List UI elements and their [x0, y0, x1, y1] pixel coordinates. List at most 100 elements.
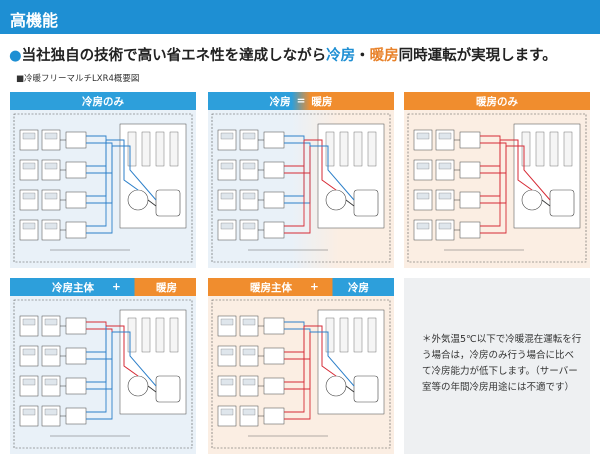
- refrigerant-pipe: [480, 146, 507, 234]
- indoor-unit-coil: [220, 222, 234, 230]
- indoor-unit-coil: [22, 162, 36, 170]
- building-outline: [407, 113, 587, 263]
- indoor-unit-coil: [22, 318, 36, 326]
- refrigerant-pipe: [284, 326, 305, 353]
- refrigerant-pipe: [284, 328, 311, 332]
- panel-title-separator: =: [296, 95, 306, 107]
- branch-controller: [459, 131, 481, 149]
- internal-pipe: [541, 199, 551, 207]
- branch-controller: [65, 407, 87, 425]
- accumulator: [549, 189, 575, 217]
- panel-title-left: 暖房主体: [250, 281, 292, 294]
- main-pipe: [106, 325, 139, 377]
- main-pipe: [500, 139, 533, 191]
- branch-controller: [263, 377, 285, 395]
- branch-controller: [65, 347, 87, 365]
- building-outline: [211, 299, 391, 449]
- branch-controller: [263, 131, 285, 149]
- panel-title-bar: 冷房のみ: [10, 92, 196, 110]
- indoor-unit-coil: [438, 132, 452, 140]
- system-diagram: [211, 113, 391, 263]
- indoor-unit-coil: [242, 378, 256, 386]
- headline-bullet: ●: [9, 48, 22, 64]
- indoor-unit-coil: [242, 408, 256, 416]
- heat-exchanger-coil: [169, 317, 179, 353]
- main-pipe: [112, 145, 157, 201]
- heat-exchanger-coil: [155, 317, 165, 353]
- panel-title-left: 冷房: [269, 95, 291, 108]
- refrigerant-pipe: [284, 140, 305, 167]
- accumulator: [353, 189, 379, 217]
- headline-cool: 冷房: [326, 48, 356, 64]
- heat-exchanger-coil: [127, 131, 137, 167]
- heat-exchanger-coil: [339, 317, 349, 353]
- refrigerant-pipe: [86, 326, 107, 383]
- indoor-unit-coil: [220, 192, 234, 200]
- main-pipe: [304, 139, 337, 191]
- indoor-unit-coil: [416, 162, 430, 170]
- panel-title-bar: 暖房主体 + 冷房: [208, 278, 394, 296]
- refrigerant-pipe: [480, 146, 507, 204]
- system-diagram: [211, 299, 391, 449]
- main-pipe: [112, 331, 157, 387]
- refrigerant-pipe: [86, 135, 107, 140]
- branch-controller: [263, 347, 285, 365]
- panel-title: 冷房のみ: [82, 95, 124, 108]
- building-outline: [13, 113, 193, 263]
- indoor-unit-coil: [44, 348, 58, 356]
- heat-exchanger-coil: [325, 317, 335, 353]
- refrigerant-pipe: [86, 146, 113, 234]
- indoor-unit-coil: [220, 132, 234, 140]
- refrigerant-pipe: [86, 326, 107, 413]
- refrigerant-pipe: [284, 326, 305, 383]
- accumulator: [155, 375, 181, 403]
- refrigerant-pipe: [480, 135, 501, 140]
- heat-exchanger-coil: [141, 317, 151, 353]
- panel-cooling-only: 冷房のみ: [10, 92, 196, 268]
- refrigerant-pipe: [86, 328, 113, 332]
- panel-title: 暖房のみ: [476, 95, 518, 108]
- indoor-unit-coil: [44, 132, 58, 140]
- refrigerant-pipe: [480, 140, 501, 197]
- refrigerant-pipe: [284, 332, 311, 360]
- indoor-unit-coil: [22, 408, 36, 416]
- indoor-unit-coil: [438, 222, 452, 230]
- refrigerant-pipe: [284, 326, 305, 413]
- panel-cooling-equals-heating: 冷房 = 暖房: [208, 92, 394, 268]
- headline-prefix: 当社独自の技術で高い省エネ性を達成しながら: [21, 48, 327, 64]
- headline-middle: ・: [355, 48, 370, 64]
- heat-exchanger-coil: [367, 317, 377, 353]
- branch-controller: [263, 161, 285, 179]
- panel-title-separator: +: [310, 281, 319, 293]
- main-pipe: [304, 325, 337, 377]
- system-diagram: [13, 113, 193, 263]
- compressor: [325, 189, 347, 211]
- indoor-unit-coil: [22, 378, 36, 386]
- branch-controller: [65, 377, 87, 395]
- indoor-unit-coil: [22, 348, 36, 356]
- main-pipe: [106, 139, 139, 191]
- refrigerant-pipe: [284, 332, 311, 390]
- indoor-unit-coil: [44, 408, 58, 416]
- figure-caption: ■冷暖フリーマルチLXR4概要図: [16, 74, 140, 84]
- indoor-unit-coil: [438, 192, 452, 200]
- branch-controller: [263, 191, 285, 209]
- heat-exchanger-coil: [141, 131, 151, 167]
- refrigerant-pipe: [284, 142, 311, 146]
- refrigerant-pipe: [284, 146, 311, 204]
- panel-cooling-main-plus-heating: 冷房主体 + 暖房: [10, 278, 196, 454]
- main-pipe: [506, 145, 551, 201]
- panel-heating-main-plus-cooling: 暖房主体 + 冷房: [208, 278, 394, 454]
- note-box: ＊外気温5℃以下で冷暖混在運転を行う場合は，冷房のみ行う場合に比べて冷房能力が低…: [404, 278, 590, 454]
- building-outline: [211, 113, 391, 263]
- refrigerant-pipe: [284, 332, 311, 420]
- refrigerant-pipe: [284, 140, 305, 197]
- indoor-unit-coil: [44, 162, 58, 170]
- panel-title-right: 暖房: [311, 95, 333, 108]
- internal-pipe: [345, 385, 355, 393]
- indoor-unit-coil: [220, 162, 234, 170]
- accumulator: [353, 375, 379, 403]
- branch-controller: [65, 191, 87, 209]
- indoor-unit-coil: [22, 222, 36, 230]
- headline: ●当社独自の技術で高い省エネ性を達成しながら冷房・暖房同時運転が実現します。: [9, 44, 557, 65]
